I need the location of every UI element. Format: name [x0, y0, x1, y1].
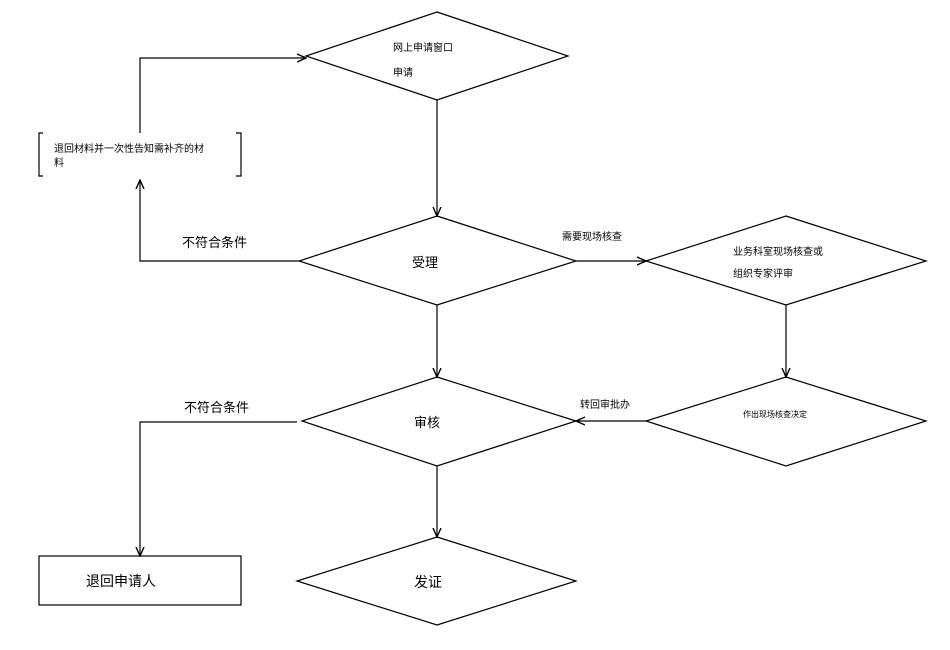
field-check-line2: 组织专家评审	[733, 269, 793, 280]
return-materials-bracket	[38, 132, 242, 177]
online-apply-line2: 申请	[393, 68, 413, 79]
return-materials-line2: 料	[54, 157, 64, 169]
field-check-diamond	[644, 215, 928, 306]
field-decision-label: 作出现场核查决定	[743, 410, 807, 419]
accept-label: 受理	[412, 256, 439, 271]
issue-label: 发证	[414, 575, 442, 591]
edge-label-back-to-review: 转回审批办	[580, 400, 630, 411]
edge-return-materials-to-apply	[139, 58, 306, 133]
edge-review-to-return-applicant	[140, 421, 297, 556]
return-materials-text: 退回材料并一次性告知需补齐的材 料	[54, 143, 204, 170]
field-check-line1: 业务科室现场核查或	[733, 247, 823, 258]
edge-accept-to-return-materials	[140, 180, 299, 262]
review-label: 审核	[414, 416, 441, 431]
field-decision-diamond	[644, 376, 928, 467]
return-applicant-label: 退回申请人	[86, 574, 156, 590]
return-applicant-box	[38, 555, 242, 606]
return-materials-line1: 退回材料并一次性告知需补齐的材	[54, 144, 204, 155]
edge-label-not-qualified-2: 不符合条件	[184, 401, 250, 416]
online-apply-diamond	[304, 11, 570, 101]
edge-label-not-qualified-1: 不符合条件	[182, 236, 248, 251]
issue-diamond	[294, 536, 578, 626]
edge-label-need-field-check: 需要现场核查	[562, 232, 622, 243]
online-apply-line1: 网上申请窗口	[393, 43, 453, 54]
